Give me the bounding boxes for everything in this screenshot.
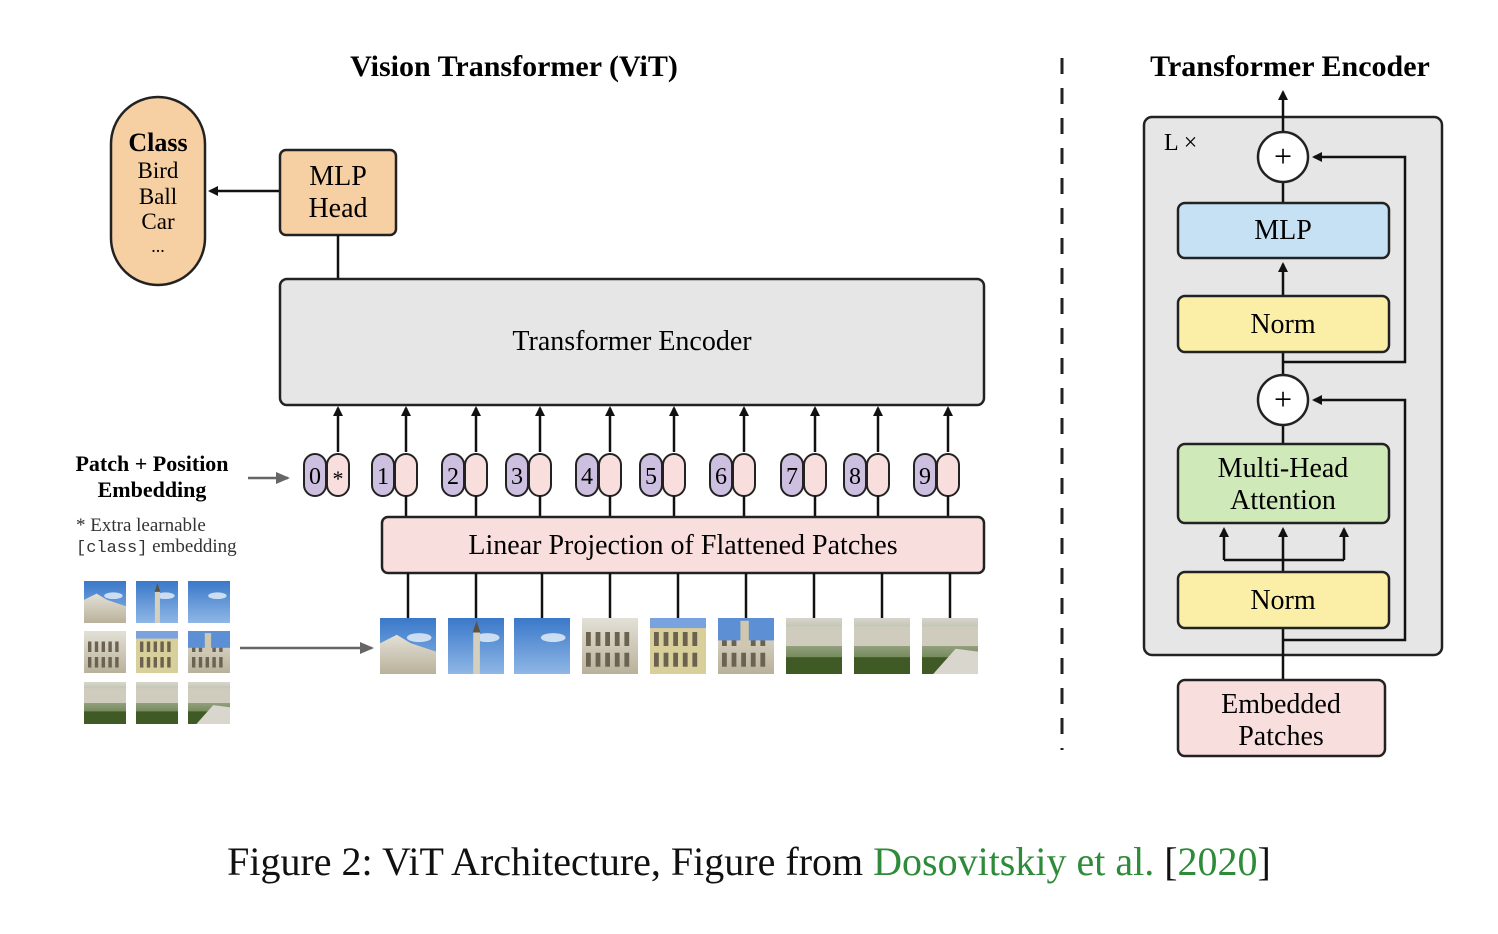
- embedded-patches-box: Embedded Patches: [1176, 678, 1387, 758]
- norm-block-top: Norm: [1176, 294, 1391, 354]
- patch-embedding-token: [803, 453, 827, 497]
- class-item-ellipsis: ...: [151, 236, 165, 256]
- grid-patch-image: [84, 631, 126, 673]
- flattened-patch-image: [514, 618, 570, 674]
- embedding-label-line2: Embedding: [98, 477, 207, 502]
- plus-symbol-top: +: [1274, 138, 1292, 174]
- mlp-head-line1: MLP: [309, 161, 367, 192]
- flattened-patch-image: [854, 618, 910, 674]
- norm-block-bottom-label: Norm: [1250, 585, 1316, 616]
- mlp-head-box: MLP Head: [278, 148, 398, 237]
- citation-year-link[interactable]: 2020: [1177, 839, 1258, 884]
- linear-projection-label: Linear Projection of Flattened Patches: [468, 530, 897, 561]
- residual-add-top: +: [1256, 130, 1310, 184]
- position-index: 9: [919, 464, 931, 490]
- multi-head-attention-block: Multi-Head Attention: [1176, 442, 1391, 525]
- embedded-patches-line2: Patches: [1238, 721, 1324, 752]
- norm-block-bottom: Norm: [1176, 570, 1391, 630]
- flattened-patch-image: [448, 618, 504, 674]
- token-pair-9: 9: [913, 406, 960, 517]
- residual-add-bottom: +: [1256, 373, 1310, 427]
- class-token-mark: *: [333, 466, 344, 491]
- token-pair-5: 5: [639, 406, 686, 517]
- figure-caption: Figure 2: ViT Architecture, Figure from …: [0, 838, 1498, 885]
- attention-line1: Multi-Head: [1218, 453, 1349, 484]
- vit-title: Vision Transformer (ViT): [350, 50, 678, 83]
- patch-embedding-token: [662, 453, 686, 497]
- position-index: 1: [377, 464, 389, 490]
- position-index: 0: [309, 464, 321, 490]
- patch-embedding-token: [326, 453, 350, 497]
- linear-projection-box: Linear Projection of Flattened Patches: [380, 515, 986, 575]
- extra-note-line1: * Extra learnable: [76, 515, 206, 536]
- patch-embedding-token: [866, 453, 890, 497]
- flattened-patch-image: [922, 618, 978, 674]
- grid-patch-image: [188, 581, 230, 623]
- token-pair-0: 0*: [303, 406, 350, 497]
- norm-block-top-label: Norm: [1250, 309, 1316, 340]
- flattened-patch-image: [718, 618, 774, 674]
- token-pair-3: 3: [505, 406, 552, 517]
- transformer-encoder-box: Transformer Encoder: [278, 277, 986, 407]
- grid-patch-image: [136, 581, 178, 623]
- position-index: 7: [786, 464, 798, 490]
- token-pair-7: 7: [780, 406, 827, 517]
- token-pair-8: 8: [843, 406, 890, 517]
- citation-authors-link[interactable]: Dosovitskiy et al.: [873, 839, 1155, 884]
- class-item-bird: Bird: [138, 158, 179, 183]
- extra-note-line2: [class] embedding: [76, 536, 237, 558]
- patch-embedding-token: [598, 453, 622, 497]
- position-index: 2: [447, 464, 459, 490]
- image-patch-grid: [84, 581, 230, 724]
- mlp-block: MLP: [1176, 201, 1391, 260]
- flattened-patch-image: [786, 618, 842, 674]
- residual-connection-mlp: [1283, 152, 1407, 364]
- position-index: 8: [849, 464, 861, 490]
- class-output-box: Class Bird Ball Car ...: [109, 95, 207, 287]
- residual-connection-attention: [1283, 395, 1407, 642]
- grid-patch-image: [84, 682, 126, 724]
- caption-prefix: Figure 2: ViT Architecture, Figure from: [227, 839, 874, 884]
- patch-embedding-token: [732, 453, 756, 497]
- flattened-patch-image: [380, 618, 436, 674]
- grid-patch-image: [188, 682, 230, 724]
- patch-layer: [380, 573, 978, 674]
- patch-embedding-token: [464, 453, 488, 497]
- grid-patch-image: [136, 682, 178, 724]
- caption-bracket-close: ]: [1257, 839, 1271, 884]
- embedding-label-line1: Patch + Position: [75, 451, 228, 476]
- token-pair-6: 6: [709, 406, 756, 517]
- repeat-label: L ×: [1164, 130, 1197, 156]
- encoder-detail-title: Transformer Encoder: [1150, 50, 1430, 83]
- position-index: 3: [511, 464, 523, 490]
- token-pair-2: 2: [441, 406, 488, 517]
- transformer-encoder-label: Transformer Encoder: [512, 326, 752, 357]
- grid-patch-image: [136, 631, 178, 673]
- embedded-patches-line1: Embedded: [1221, 689, 1341, 720]
- extra-note-embedding: embedding: [147, 536, 237, 557]
- mlp-head-line2: Head: [308, 193, 367, 224]
- caption-bracket-open: [: [1154, 839, 1178, 884]
- attention-line2: Attention: [1230, 485, 1336, 516]
- flattened-patch-image: [650, 618, 706, 674]
- class-heading: Class: [128, 128, 187, 157]
- position-index: 6: [715, 464, 727, 490]
- token-pair-4: 4: [575, 406, 622, 517]
- patch-embedding-token: [528, 453, 552, 497]
- grid-patch-image: [84, 581, 126, 623]
- token-pair-1: 1: [371, 406, 418, 517]
- plus-symbol-bottom: +: [1274, 381, 1292, 417]
- class-item-ball: Ball: [139, 184, 177, 209]
- position-index: 5: [645, 464, 657, 490]
- extra-note-class-token: [class]: [76, 539, 147, 558]
- mlp-block-label: MLP: [1254, 215, 1312, 246]
- position-index: 4: [581, 464, 593, 490]
- patch-embedding-token: [936, 453, 960, 497]
- patch-embedding-token: [394, 453, 418, 497]
- flattened-patch-image: [582, 618, 638, 674]
- grid-patch-image: [188, 631, 230, 673]
- class-item-car: Car: [141, 209, 175, 234]
